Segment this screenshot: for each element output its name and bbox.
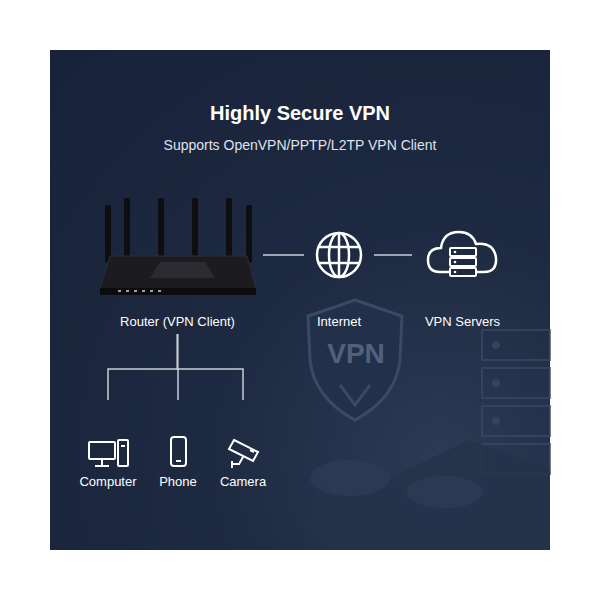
node-label: VPN Servers xyxy=(412,314,513,330)
device-node: Phone xyxy=(150,400,206,494)
node-label: Router (VPN Client) xyxy=(92,314,263,330)
watermark-text: VPN xyxy=(318,338,394,370)
node-label: Phone xyxy=(150,474,206,490)
router-node: Router (VPN Client) xyxy=(92,190,263,334)
diagram-title: Highly Secure VPN xyxy=(50,102,550,125)
connector-line xyxy=(374,254,412,256)
node-label: Computer xyxy=(65,474,151,490)
internet-node: Internet xyxy=(304,222,374,334)
vpn-server-node: VPN Servers xyxy=(412,222,513,334)
node-label: Internet xyxy=(304,314,374,330)
subtitle: Supports OpenVPN/PPTP/L2TP VPN Client xyxy=(50,137,550,153)
device-node: Camera xyxy=(205,400,281,494)
device-node: Computer xyxy=(65,400,151,494)
node-label: Camera xyxy=(205,474,281,490)
connector-line xyxy=(108,334,178,400)
connector-line xyxy=(178,334,244,400)
connector-line xyxy=(263,254,304,256)
